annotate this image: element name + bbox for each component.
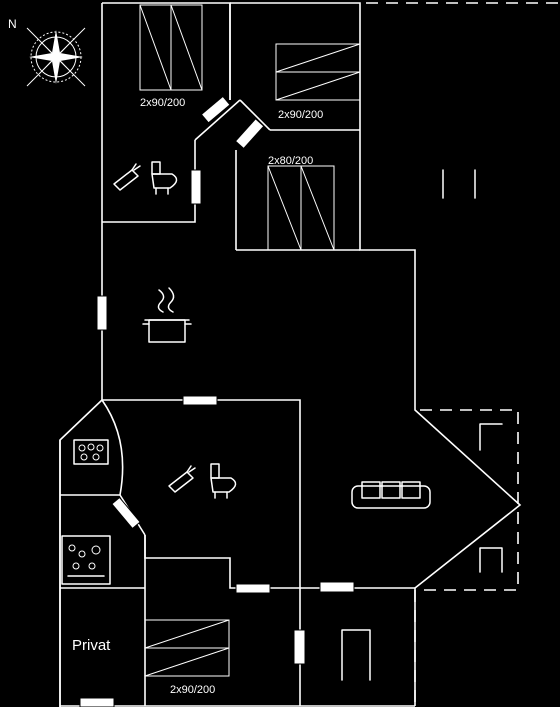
doors bbox=[79, 95, 355, 707]
kitchen-pot-icon bbox=[142, 287, 192, 343]
stove-icon bbox=[73, 439, 109, 465]
bathroom-shower-toilet-icon bbox=[168, 463, 237, 499]
bed-mid: 2x80/200 bbox=[267, 155, 335, 251]
bed-label: 2x80/200 bbox=[268, 155, 313, 167]
interior-walls bbox=[60, 3, 415, 706]
bed-bottom: 2x90/200 bbox=[144, 619, 230, 696]
bed-top-right: 2x90/200 bbox=[275, 43, 361, 121]
private-room-label: Privat bbox=[72, 637, 111, 654]
chair-icon bbox=[341, 169, 503, 681]
terrace-outline bbox=[366, 2, 560, 706]
exterior-walls bbox=[59, 2, 522, 707]
compass-rose-icon: N bbox=[8, 17, 86, 87]
bed-label: 2x90/200 bbox=[170, 684, 215, 696]
bed-label: 2x90/200 bbox=[278, 109, 323, 121]
toilet-shower-icon bbox=[113, 161, 178, 195]
bed-top-left: 2x90/200 bbox=[139, 4, 203, 109]
sofa-icon bbox=[351, 481, 431, 509]
compass-north-label: N bbox=[8, 17, 17, 31]
sauna-icon bbox=[61, 535, 111, 585]
bed-label: 2x90/200 bbox=[140, 97, 185, 109]
